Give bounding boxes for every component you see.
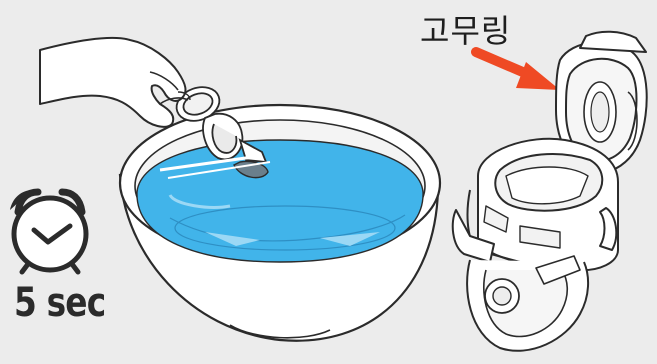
callout-arrow [471, 47, 560, 90]
timer-duration-label: 5 sec [14, 280, 106, 326]
alarm-clock-icon [10, 188, 89, 275]
water [136, 139, 424, 263]
hand [39, 36, 191, 128]
gasket-label: 고무링 [420, 12, 512, 50]
lid-in-water [159, 86, 271, 179]
lid-assembly [451, 30, 648, 352]
